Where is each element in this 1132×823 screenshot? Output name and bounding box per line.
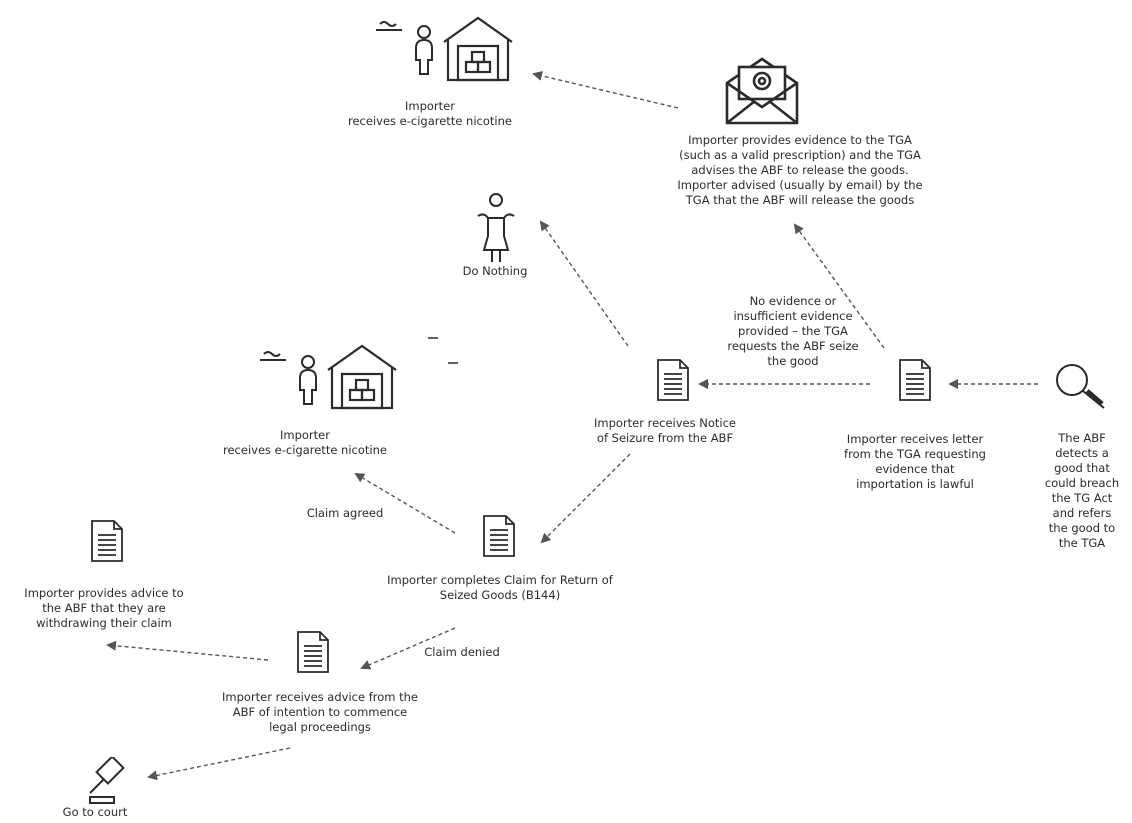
cigarette-icon [376, 21, 402, 31]
receive-mid-icons [256, 338, 406, 414]
arrow-claim-to-legal [360, 627, 456, 670]
label-line: Importer provides advice to [24, 586, 184, 600]
withdraw-label: Importer provides advice to the ABF that… [4, 586, 204, 631]
label-line: the good [767, 354, 819, 368]
label-line: Importer [405, 99, 455, 113]
arrow-notice-to-donothing [539, 220, 629, 347]
label-line: Importer receives Notice [593, 416, 737, 430]
label-line: Claim agreed [306, 506, 384, 520]
arrow-notice-to-claim [540, 453, 631, 544]
edge-label-no-evidence: No evidence or insufficient evidence pro… [708, 294, 878, 369]
document-icon [296, 630, 330, 678]
document-icon [656, 358, 690, 406]
label-line: withdrawing their claim [36, 616, 172, 630]
label-line: the TGA [1058, 536, 1106, 550]
claim-return-label: Importer completes Claim for Return of S… [360, 573, 640, 603]
label-line: Go to court [62, 805, 128, 819]
label-line: requests the ABF seize [727, 339, 859, 353]
arrow-claim-to-receive [354, 472, 456, 534]
receive-top-icons [372, 12, 522, 88]
label-line: provided – the TGA [738, 324, 848, 338]
tga-letter-label: Importer receives letter from the TGA re… [825, 432, 1005, 492]
label-line: Importer receives letter [846, 432, 984, 446]
warehouse-icon [327, 344, 397, 410]
shrugging-person-icon [476, 192, 516, 268]
label-line: Importer provides evidence to the TGA [688, 133, 912, 147]
label-line: importation is lawful [856, 477, 974, 491]
document-icon [90, 519, 124, 567]
label-line: receives e-cigarette nicotine [223, 443, 387, 457]
receive-top-label: Importer receives e-cigarette nicotine [330, 99, 530, 129]
document-icon [482, 514, 516, 562]
label-line: (such as a valid prescription) and the T… [679, 148, 921, 162]
label-line: insufficient evidence [733, 309, 853, 323]
label-line: Importer completes Claim for Return of [387, 573, 613, 587]
label-line: Importer advised (usually by email) by t… [677, 178, 923, 192]
person-icon [415, 25, 433, 75]
label-line: the TG Act [1051, 491, 1113, 505]
label-line: evidence that [875, 462, 955, 476]
label-line: receives e-cigarette nicotine [348, 114, 512, 128]
label-line: legal proceedings [269, 720, 371, 734]
magnifier-icon [1052, 360, 1112, 416]
label-line: TGA that the ABF will release the goods [685, 193, 915, 207]
label-line: the good to [1048, 521, 1116, 535]
arrow-release-to-receive [532, 70, 679, 109]
label-line: of Seizure from the ABF [596, 431, 734, 445]
abf-detects-label: The ABF detects a good that could breach… [1035, 431, 1129, 551]
label-line: advises the ABF to release the goods. [691, 163, 909, 177]
arrow-legal-to-court [147, 747, 291, 781]
label-line: Seized Goods (B144) [439, 588, 561, 602]
cigarette-icon [260, 351, 286, 361]
label-line: the ABF that they are [42, 601, 166, 615]
warehouse-icon [443, 16, 513, 82]
stray-marks [428, 337, 458, 364]
gavel-icon [84, 755, 134, 809]
label-line: ABF of intention to commence [232, 705, 408, 719]
do-nothing-label: Do Nothing [440, 264, 550, 279]
notice-seizure-label: Importer receives Notice of Seizure from… [570, 416, 760, 446]
court-label: Go to court [55, 805, 135, 820]
arrow-legal-to-withdraw [106, 640, 269, 661]
label-line: good that [1054, 461, 1110, 475]
email-icon [723, 55, 801, 131]
tga-release-label: Importer provides evidence to the TGA (s… [650, 133, 950, 208]
label-line: Importer [280, 428, 330, 442]
arrow-letter-to-release [793, 223, 885, 349]
person-icon [299, 355, 317, 405]
label-line: No evidence or [749, 294, 837, 308]
label-line: from the TGA requesting [844, 447, 986, 461]
label-line: The ABF [1058, 431, 1106, 445]
document-icon [898, 358, 932, 406]
receive-mid-label: Importer receives e-cigarette nicotine [205, 428, 405, 458]
label-line: detects a [1055, 446, 1109, 460]
label-line: Do Nothing [462, 264, 528, 278]
edge-label-claim-denied: Claim denied [412, 645, 512, 660]
label-line: Importer receives advice from the [222, 690, 418, 704]
label-line: and refers [1052, 506, 1112, 520]
label-line: Claim denied [424, 645, 500, 659]
edge-label-claim-agreed: Claim agreed [295, 506, 395, 521]
label-line: could breach [1044, 476, 1120, 490]
legal-advice-label: Importer receives advice from the ABF of… [210, 690, 430, 735]
